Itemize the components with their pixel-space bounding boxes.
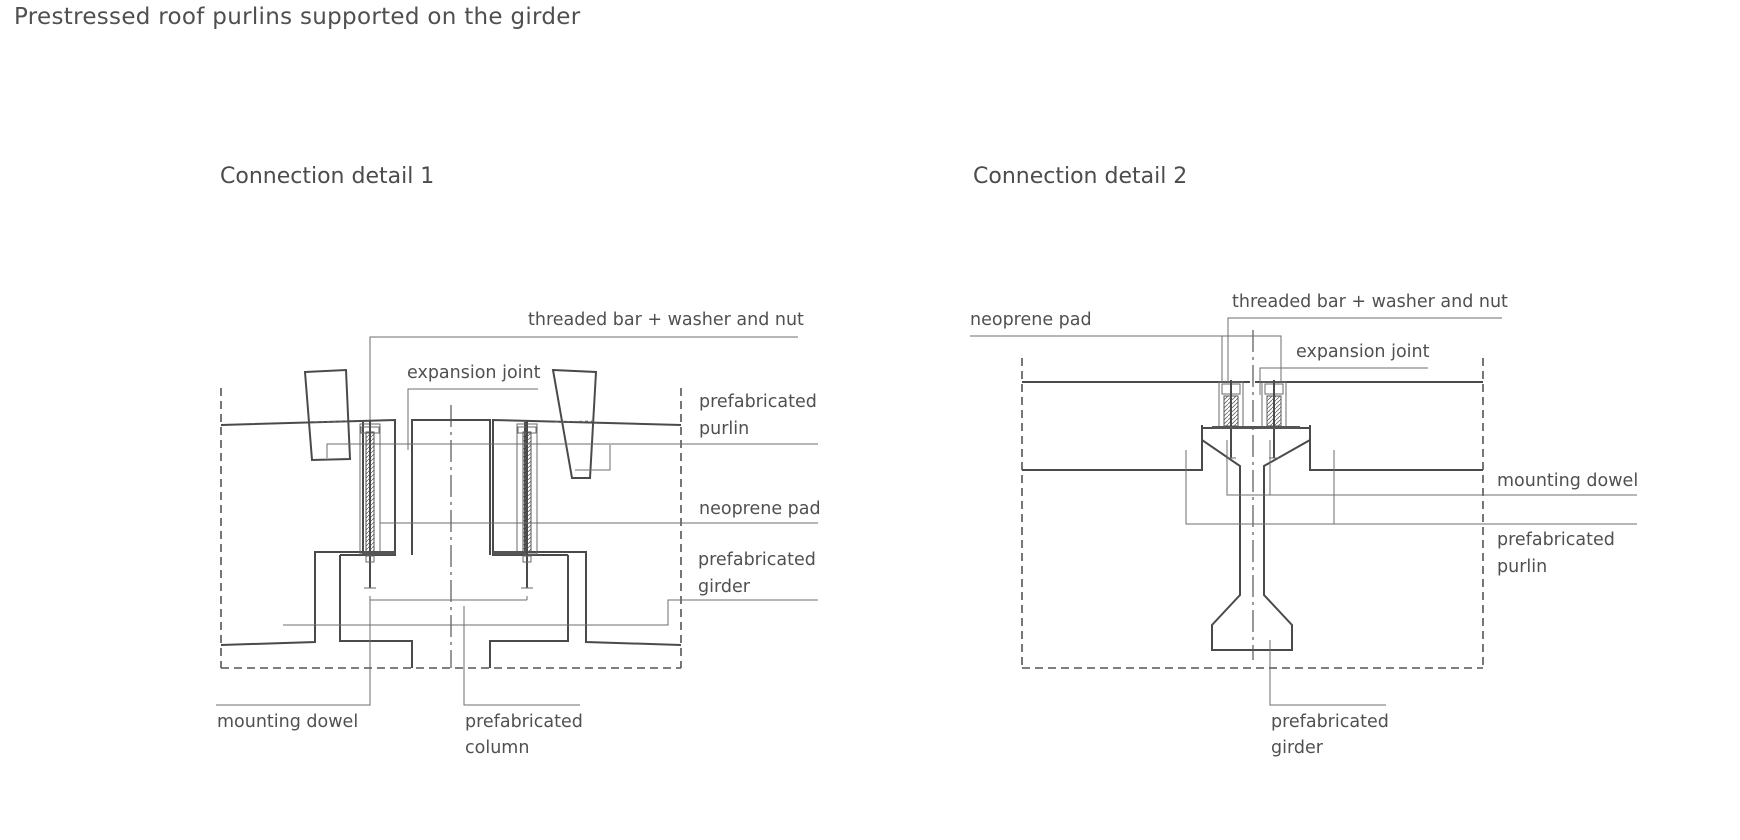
detail-1-purlin-label-line1: prefabricated [699, 392, 817, 412]
detail-2-purlin-label-line2: purlin [1497, 557, 1547, 577]
detail-1-column-label-line1: prefabricated [465, 712, 583, 732]
detail-1-neoprene-pad-right [493, 551, 525, 555]
connection-detail-1: Connection detail 1 [216, 164, 821, 758]
detail-1-neoprene-pad-label: neoprene pad [699, 499, 821, 519]
page-title: Prestressed roof purlins supported on th… [14, 4, 581, 30]
detail-2-girder-label-line2: girder [1271, 738, 1324, 758]
detail-2-boundary [1021, 358, 1484, 669]
detail-2-neoprene-pad [1212, 426, 1300, 429]
detail-2-leaders [970, 317, 1637, 706]
detail-1-purlin-label-line2: purlin [699, 419, 749, 439]
detail-2-expansion-joint-label: expansion joint [1296, 342, 1430, 362]
detail-2-neoprene-pad-label: neoprene pad [970, 310, 1092, 330]
detail-2-threaded-bar-left [1218, 380, 1244, 459]
detail-1-column-label-line2: column [465, 738, 529, 758]
detail-1-mounting-dowel-label: mounting dowel [217, 712, 358, 732]
detail-2-threaded-bar-right [1261, 380, 1287, 459]
detail-2-threaded-bar-label: threaded bar + washer and nut [1232, 292, 1508, 312]
detail-2-heading: Connection detail 2 [973, 164, 1187, 189]
detail-2-girder-label-line1: prefabricated [1271, 712, 1389, 732]
detail-1-heading: Connection detail 1 [220, 164, 434, 189]
detail-1-expansion-joint-label: expansion joint [407, 363, 541, 383]
detail-1-girder-label-line2: girder [698, 577, 751, 597]
detail-2-purlin-label-line1: prefabricated [1497, 530, 1615, 550]
detail-1-threaded-bar-label: threaded bar + washer and nut [528, 310, 804, 330]
detail-1-threaded-bar-right [516, 420, 538, 589]
detail-2-mounting-dowel-label: mounting dowel [1497, 471, 1638, 491]
detail-1-leaders [216, 336, 818, 706]
connection-detail-2: Connection detail 2 [970, 164, 1638, 758]
detail-1-boundary [220, 388, 682, 669]
detail-1-neoprene-pad-left [363, 551, 395, 555]
detail-2-girder [1201, 425, 1311, 651]
detail-1-girder-label-line1: prefabricated [698, 550, 816, 570]
